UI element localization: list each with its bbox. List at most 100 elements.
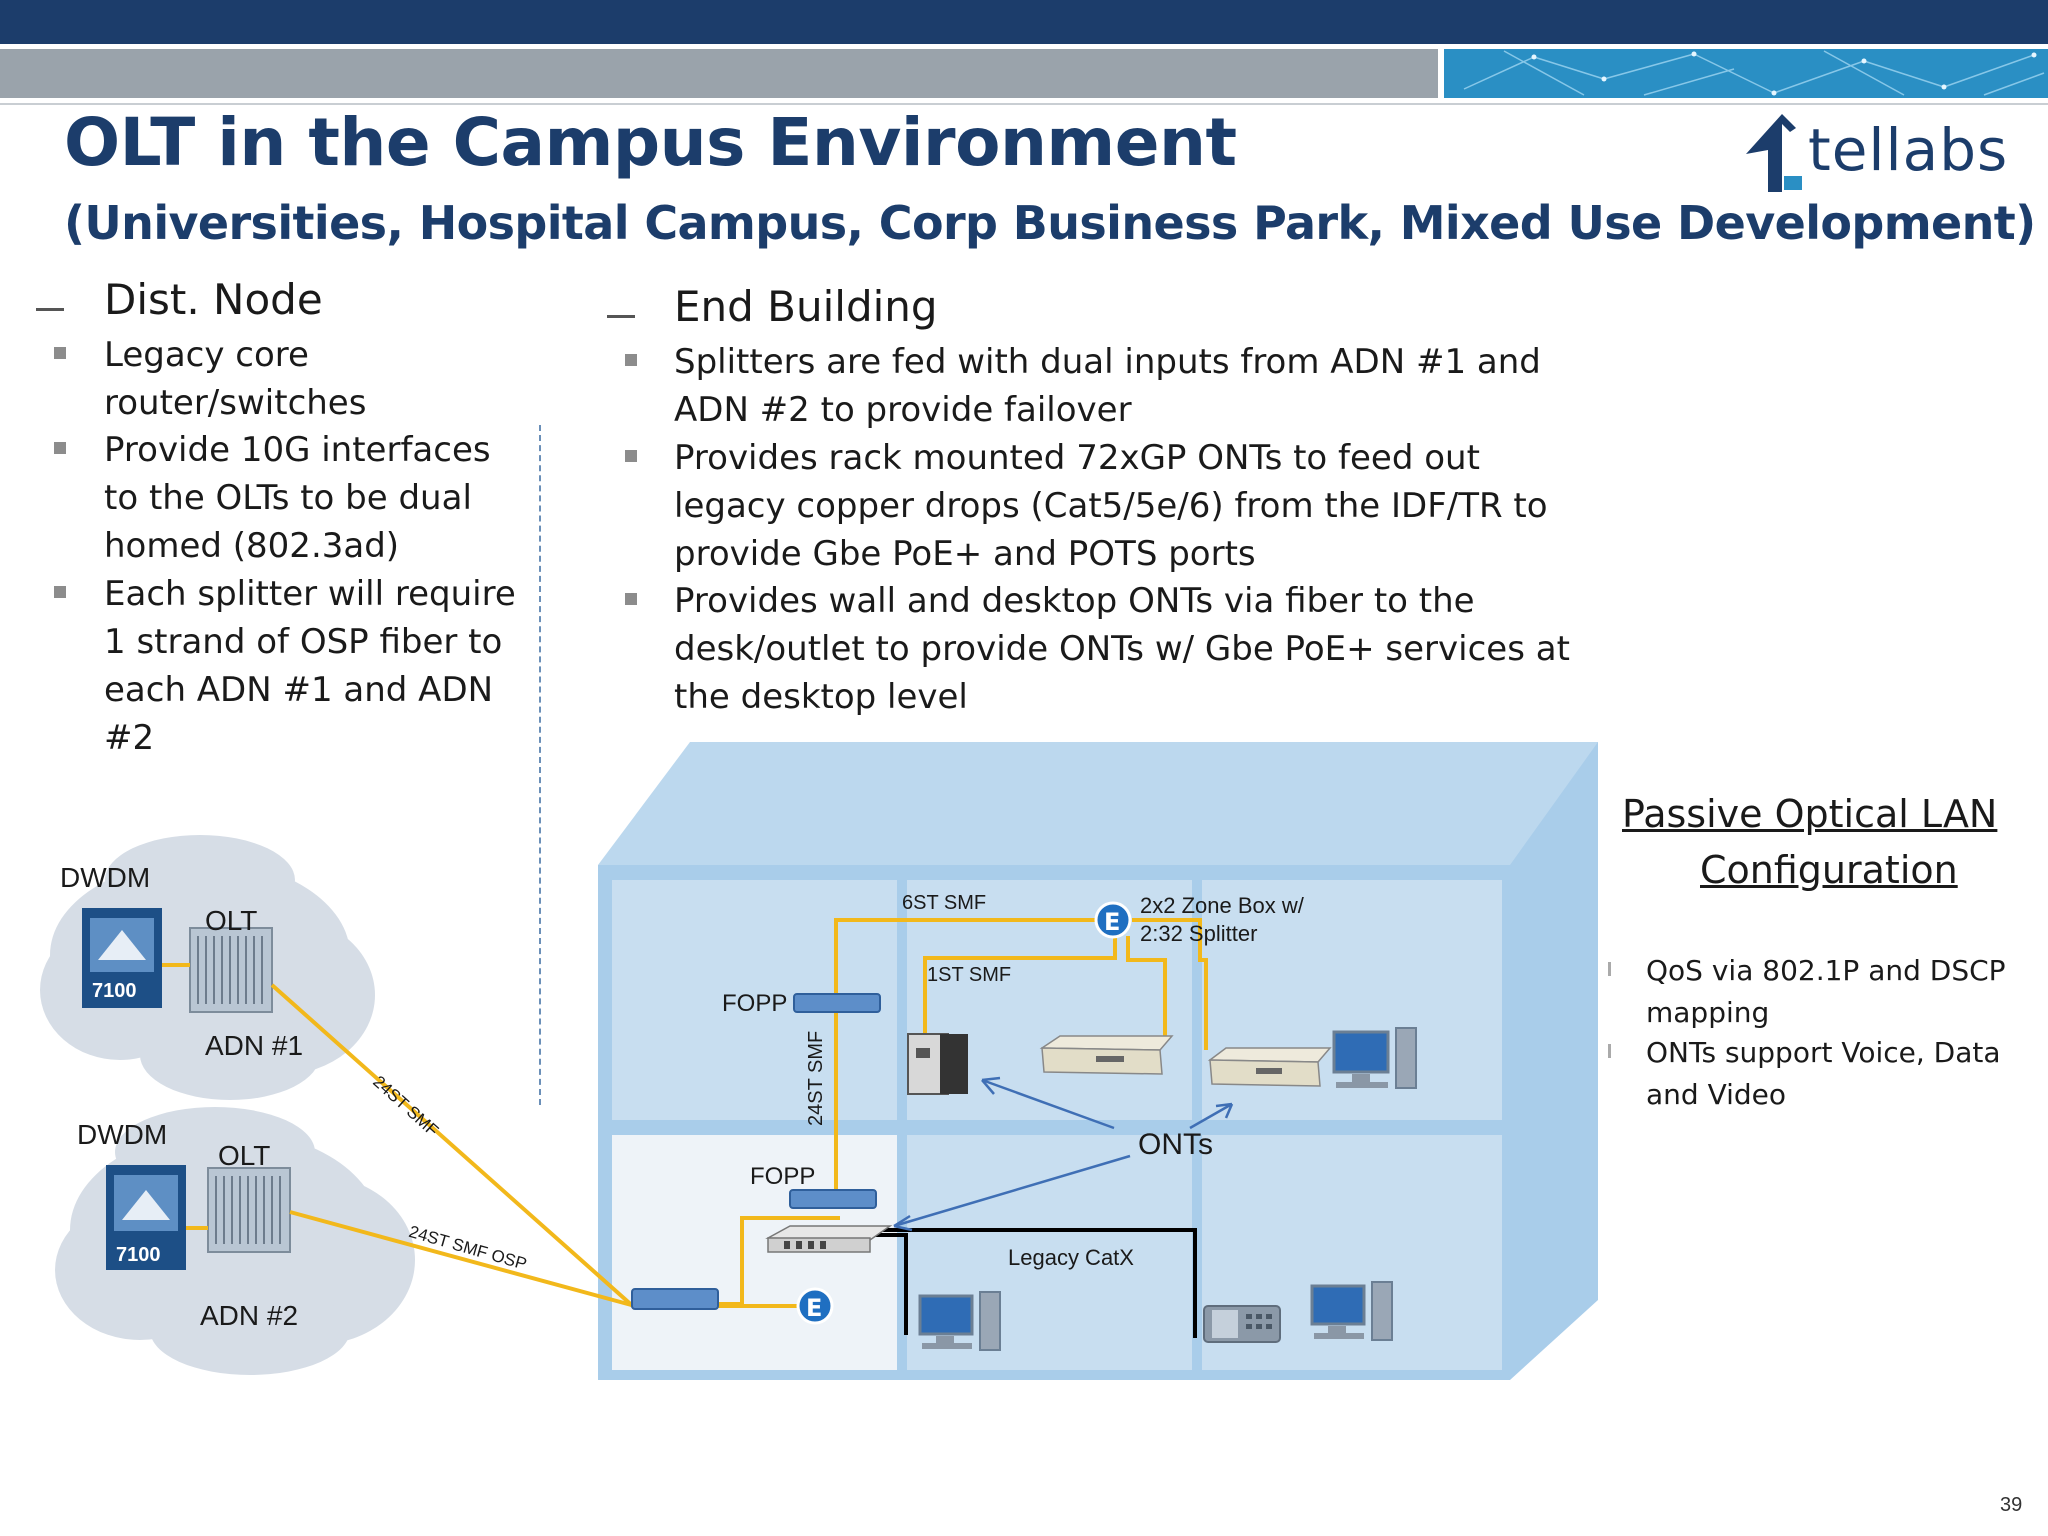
dist-node-dash xyxy=(36,308,64,311)
ont-arrows xyxy=(893,1076,1234,1232)
text-line: Each splitter will require xyxy=(104,574,516,614)
end-building-bullet-2: Provides rack mounted 72xGP ONTs to feed… xyxy=(674,434,1548,578)
fiber-adn1-to-building xyxy=(270,983,637,1310)
svg-text:E: E xyxy=(1104,908,1120,936)
page-title: OLT in the Campus Environment xyxy=(64,104,1237,181)
end-building-heading: End Building xyxy=(674,282,938,331)
text-line: ADN #2 to provide failover xyxy=(674,390,1132,430)
arrow-to-rack-ont xyxy=(893,1154,1131,1228)
splitter-panel xyxy=(631,1288,719,1310)
label-1st-smf: 1ST SMF xyxy=(927,964,1012,986)
label-olt-1: OLT xyxy=(205,905,258,936)
dist-node-bullet-2: Provide 10G interfaces to the OLTs to be… xyxy=(104,426,491,570)
label-zone-box: 2x2 Zone Box w/ 2:32 Splitter xyxy=(1140,892,1304,948)
fiber-riser-6st xyxy=(834,918,1100,1196)
fiber-desk-ont-1 xyxy=(1126,936,1167,1040)
text-line: Provides rack mounted 72xGP ONTs to feed… xyxy=(674,438,1480,478)
tellabs-logo-icon xyxy=(1746,114,1802,192)
dist-node-bullet-3: Each splitter will require 1 strand of O… xyxy=(104,570,516,762)
text-line: the desktop level xyxy=(674,677,968,717)
computer-icon-upper xyxy=(1332,1027,1417,1089)
text-line: to the OLTs to be dual xyxy=(104,478,472,518)
end-building-dash xyxy=(607,315,635,318)
ip-phone-icon xyxy=(1203,1305,1281,1343)
olt-chassis-2 xyxy=(207,1167,291,1253)
bullet-marker xyxy=(625,450,637,462)
bullet-marker xyxy=(625,593,637,605)
label-fopp-upper: FOPP xyxy=(722,990,788,1017)
label-7100-2: 7100 xyxy=(116,1244,161,1266)
text-line: each ADN #1 and ADN xyxy=(104,670,494,710)
text-line: homed (802.3ad) xyxy=(104,526,400,566)
label-onts: ONTs xyxy=(1138,1128,1213,1161)
fiber-runs xyxy=(270,918,1208,1310)
fopp-panel-upper xyxy=(793,993,881,1013)
olt-chassis-1 xyxy=(189,927,273,1013)
polc-heading: Passive Optical LAN Configuration xyxy=(1600,786,2048,898)
label-7100-1: 7100 xyxy=(92,980,137,1002)
label-adn-2: ADN #2 xyxy=(200,1300,299,1331)
fiber-adn2-to-building xyxy=(289,1210,636,1308)
dwdm-7100-box-1 xyxy=(82,908,162,1008)
text-line: 2:32 Splitter xyxy=(1140,921,1258,946)
zone-box-icon-upper: E xyxy=(1094,901,1132,939)
desktop-ont-2 xyxy=(1207,1047,1332,1087)
text-line: and Video xyxy=(1646,1078,1787,1111)
fiber-desk-ont-2 xyxy=(1132,918,1208,1050)
text-line: #2 xyxy=(104,718,155,758)
text-line: Legacy core xyxy=(104,335,309,375)
desktop-ont-1 xyxy=(1039,1035,1174,1075)
tellabs-logo: tellabs xyxy=(1738,110,2038,196)
bullet-marker xyxy=(54,586,66,598)
label-24st-smf-riser: 24ST SMF xyxy=(805,1030,827,1126)
polc-bullet-1: QoS via 802.1P and DSCP mapping xyxy=(1646,950,2046,1034)
label-fopp-lower: FOPP xyxy=(750,1163,816,1190)
fiber-1st-wall xyxy=(923,936,1117,1035)
bullet-marker xyxy=(54,442,66,454)
text-line: Provide 10G interfaces xyxy=(104,430,491,470)
text-line: Splitters are fed with dual inputs from … xyxy=(674,342,1541,382)
arrow-to-wall-ont xyxy=(981,1078,1115,1130)
wall-ont xyxy=(907,1033,968,1095)
bullet-marker xyxy=(1608,1044,1611,1058)
dwdm-7100-box-2 xyxy=(106,1165,186,1270)
label-legacy-catx: Legacy CatX xyxy=(1008,1245,1134,1270)
polc-heading-line-2: Configuration xyxy=(1700,848,1958,892)
end-building-bullet-1: Splitters are fed with dual inputs from … xyxy=(674,338,1541,434)
dist-node-bullet-1: Legacy core router/switches xyxy=(104,331,366,427)
svg-text:E: E xyxy=(806,1294,822,1322)
header-bar xyxy=(0,0,2048,44)
text-line: QoS via 802.1P and DSCP xyxy=(1646,954,2006,987)
text-line: router/switches xyxy=(104,383,367,423)
header-gray-bar xyxy=(0,49,1438,98)
bullet-marker xyxy=(625,354,637,366)
polc-bullet-2: ONTs support Voice, Data and Video xyxy=(1646,1032,2046,1116)
column-divider xyxy=(539,425,541,1105)
logo-text: tellabs xyxy=(1808,116,2009,184)
header-network-graphic xyxy=(1444,49,2048,98)
arrow-to-desktop-ont xyxy=(1189,1102,1233,1130)
label-6st-smf: 6ST SMF xyxy=(902,892,987,914)
text-line: ONTs support Voice, Data xyxy=(1646,1036,2001,1069)
page-subtitle: (Universities, Hospital Campus, Corp Bus… xyxy=(64,196,2036,250)
copper-run-2 xyxy=(880,1228,1197,1338)
page-number: 39 xyxy=(2000,1494,2023,1516)
header-divider xyxy=(0,103,2048,105)
label-dwdm-1: DWDM xyxy=(60,862,151,893)
fopp-panel-lower xyxy=(789,1189,877,1209)
label-olt-2: OLT xyxy=(218,1140,271,1171)
text-line: 2x2 Zone Box w/ xyxy=(1140,893,1304,918)
text-line: mapping xyxy=(1646,996,1770,1029)
rack-ont xyxy=(765,1225,893,1253)
text-line: legacy copper drops (Cat5/5e/6) from the… xyxy=(674,486,1548,526)
computer-icon-lower-left xyxy=(918,1291,1001,1351)
text-line: provide Gbe PoE+ and POTS ports xyxy=(674,534,1256,574)
polc-heading-line-1: Passive Optical LAN xyxy=(1622,792,1998,836)
bullet-marker xyxy=(54,347,66,359)
text-line: 1 strand of OSP fiber to xyxy=(104,622,503,662)
label-adn-1: ADN #1 xyxy=(205,1030,304,1061)
dist-node-heading: Dist. Node xyxy=(104,275,323,324)
label-dwdm-2: DWDM xyxy=(77,1119,168,1150)
text-line: Provides wall and desktop ONTs via fiber… xyxy=(674,581,1475,621)
